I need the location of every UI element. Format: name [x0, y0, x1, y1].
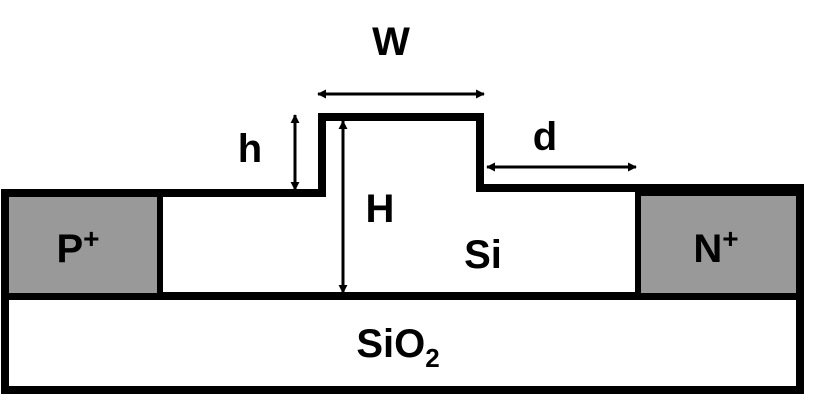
offset-label: d — [533, 115, 557, 159]
sio2-substrate — [1, 292, 804, 394]
oxide-label: SiO2 — [356, 322, 439, 373]
p-plus-region — [2, 190, 163, 299]
width-label: W — [372, 20, 410, 64]
step-height-label: h — [238, 127, 262, 171]
n-plus-label: N+ — [693, 223, 738, 271]
silicon-rib-outline — [1, 113, 804, 296]
n-plus-region — [635, 190, 803, 299]
silicon-label: Si — [464, 233, 502, 277]
p-plus-label: P+ — [56, 223, 99, 271]
total-height-label: H — [366, 187, 395, 231]
